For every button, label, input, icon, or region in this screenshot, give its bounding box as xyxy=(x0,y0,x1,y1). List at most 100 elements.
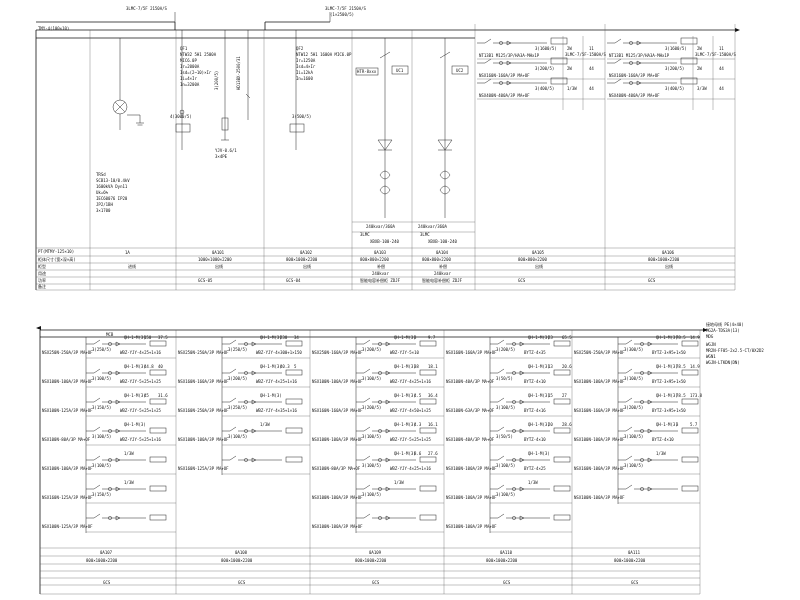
right-note2-3: WGJN-LTKDN(DN) xyxy=(706,360,740,365)
feeder-a: 2W xyxy=(697,46,702,51)
right-note2-2: WGN1 xyxy=(706,354,716,359)
top-col-use: 240kvar xyxy=(372,271,389,276)
feeder-b: 44 xyxy=(719,86,724,91)
panel-cable: WBZ-YJY-5×25+1×25 xyxy=(390,437,432,442)
panel-feeder: 3(100/5)NSX100N-100A/3P MA+OF1/3W xyxy=(446,480,572,504)
panel-size: 800×1000×2200 xyxy=(486,558,518,563)
panel-model: GCS xyxy=(372,580,380,585)
capacitor-icon-2 xyxy=(437,139,453,151)
panel-model: GCS xyxy=(503,580,511,585)
panel-ct: 3(100/5) xyxy=(228,434,247,439)
panel-v2: 31.6 xyxy=(158,393,168,398)
top-col-size: 1000×1000×2200 xyxy=(198,257,232,262)
panel-feeder: 3(100/5)NSX100N-100A/3P MA+OFQH-1-M(3)38… xyxy=(312,364,444,388)
panel-ct: 3(200/5) xyxy=(362,405,381,410)
panel-ct: 3(200/5) xyxy=(496,347,515,352)
panel-no: 0A111 xyxy=(628,550,641,555)
panel-info: QH-1-M(3) xyxy=(394,451,416,456)
panel-info: QH-1-M(3) xyxy=(124,393,146,398)
feeder-b: 44 xyxy=(719,66,724,71)
feeder-cable: 3LMC-7/5F-1500A/S xyxy=(565,52,607,57)
panel-0A108: 3(250/5)NSX250N-250A/3P MA+OFQH-1-M(3)23… xyxy=(178,330,311,594)
top-col-model: 智能电容补偿柜 ZDJF xyxy=(422,277,463,283)
top-col-type: 补偿 xyxy=(377,263,385,269)
panel-v2: 173.8 xyxy=(690,393,703,398)
relay-box xyxy=(175,123,191,133)
panel-breaker: NSX100N-100A/3P MA+OF xyxy=(446,495,497,500)
panel-feeder: 3(100/5)NSX100N-100A/3P MA+OF1/3W xyxy=(312,480,444,504)
panel-info: QH-1-M(3) xyxy=(656,335,678,340)
panel-v1: 23 xyxy=(548,335,553,340)
panel-v2: 36.4 xyxy=(428,393,438,398)
panel-size: 800×1000×2200 xyxy=(86,558,118,563)
panel-info: QH-1-M(3) xyxy=(394,364,416,369)
feeder-b: 44 xyxy=(589,66,594,71)
relay-box-2 xyxy=(289,123,305,133)
panel-feeder: 3(200/5)NSX160N-160A/3P MA+OFQH-1-M(3)23… xyxy=(446,335,572,359)
incomer-breaker-5: Ii=4×Ir xyxy=(180,76,197,81)
transformer-spec-6: 3×1700 xyxy=(96,208,111,213)
feeder-ct: 3(200/5) xyxy=(665,66,684,71)
panel-feeder: 3(200/5)NSX160N-160A/3P MA+OFQH-1-M(3)4.… xyxy=(312,393,444,417)
cap-controller-1 xyxy=(391,65,409,75)
panel-breaker: NSX100N-80A/3P MA+OF xyxy=(42,437,91,442)
panel-cable: WBZ-YJY-4×25+1×16 xyxy=(390,379,432,384)
cap-controller-2 xyxy=(451,65,469,75)
panel-cable: BYTZ-4×16 xyxy=(524,408,546,413)
panel-v1: 38 xyxy=(414,364,419,369)
top-col-type: 补偿 xyxy=(439,263,447,269)
panel-feeder: 3(300/5)NSX250N-250A/3P MA+OFQH-1-M(3)78… xyxy=(574,335,700,359)
panel-feeder: NSX100N-100A/3P MA+OF xyxy=(574,484,700,504)
panel-cable: WBZ-YJY-4×50+1×25 xyxy=(390,408,432,413)
bottom-section: MCB 接地母线 PE(4×40) MG2A-TDS3A(13) MDG WGJ… xyxy=(36,321,764,595)
panel-info: QH-1-M(3) xyxy=(528,422,550,427)
panel-breaker: NSX160N-250A/3P MA+OF xyxy=(178,408,229,413)
panel-0A111: 3(300/5)NSX250N-250A/3P MA+OFQH-1-M(3)78… xyxy=(574,330,703,594)
panel-v1: 40.3 xyxy=(280,364,290,369)
top-table-header: PT(MTMY-125×10) xyxy=(38,249,74,254)
feeder-breaker: NSX160N-160A/3P MA+OF xyxy=(609,73,660,78)
panel-feeder: 3(100/5)NSX100N-80A/3P MA+OFQH-1-M(3)8.6… xyxy=(312,451,444,475)
cap-rating-2: 240kvar/360A xyxy=(418,224,447,229)
panel-feeder: 3(150/5)NSX100N-125A/3P MA+OFQH-1-M(3)45… xyxy=(42,393,176,417)
bus-arrow-icon-3 xyxy=(36,326,41,330)
panel-info: QH-1-M(3) xyxy=(528,364,550,369)
top-col-use: 240kvar xyxy=(434,271,451,276)
panel-cable: WBZ-YJY-4×300+1×150 xyxy=(256,350,302,355)
panel-breaker: NSX100N-100A/3P MA+OF xyxy=(312,437,363,442)
panel-feeder: 3(100/5)NSX160N-100A/3P MA+OF1/3W xyxy=(574,451,700,475)
panel-v2: 18.1 xyxy=(428,364,438,369)
panel-info: QH-1-M(3) xyxy=(656,364,678,369)
capacitor-bank-1: UC1 HTR-8xxx 240kvar/360A 3LMC XBXB-100-… xyxy=(355,38,409,244)
surge-arrester-icon xyxy=(221,117,229,131)
panel-v1: 3 xyxy=(414,335,417,340)
cap-breaker-3: Isd=4×Ir xyxy=(296,64,316,69)
panel-info: QH-1-M(3) xyxy=(528,335,550,340)
panel-info: QH-1-M(3) xyxy=(528,393,550,398)
panel-v1: 78.5 xyxy=(676,393,686,398)
earth-branch: YJV-0.6/1 3×4PE HD13BX-2500/31 3(200/5) xyxy=(214,30,251,159)
panel-v2: 5 xyxy=(294,364,297,369)
panel-cable: WBZ-YJY-5×25+1×16 xyxy=(120,437,162,442)
main-bus-label: TMY-4(100×10) xyxy=(38,26,69,31)
panel-breaker: NSX100N-100A/3P MA+OF xyxy=(574,437,625,442)
panel-breaker: NSX160N-125A/3P MA+OF xyxy=(42,495,93,500)
panel-v1: 150 xyxy=(144,335,152,340)
panel-v1: 13 xyxy=(548,364,553,369)
panel-info: 1/3W xyxy=(260,422,270,427)
cap-reactor-1: 3LMC xyxy=(360,232,370,237)
panel-feeder: NSX100N-125A/3P MA+OF xyxy=(42,513,176,533)
top-col-size: 800×1000×2200 xyxy=(648,257,680,262)
earth-note-1: 3×4PE xyxy=(215,154,228,159)
panel-breaker: NSX100N-100A/3P MA+OF xyxy=(312,379,363,384)
panel-breaker: NSX160N-125A/3P MA+OF xyxy=(178,466,229,471)
top-col-model: 智能电容补偿柜 ZDJF xyxy=(360,277,401,283)
panel-ct: 3(200/5) xyxy=(362,347,381,352)
panel-ct: 3(200/5) xyxy=(624,405,643,410)
panel-cable: BYTZ-4×10 xyxy=(652,437,674,442)
panel-no: 0A109 xyxy=(369,550,382,555)
